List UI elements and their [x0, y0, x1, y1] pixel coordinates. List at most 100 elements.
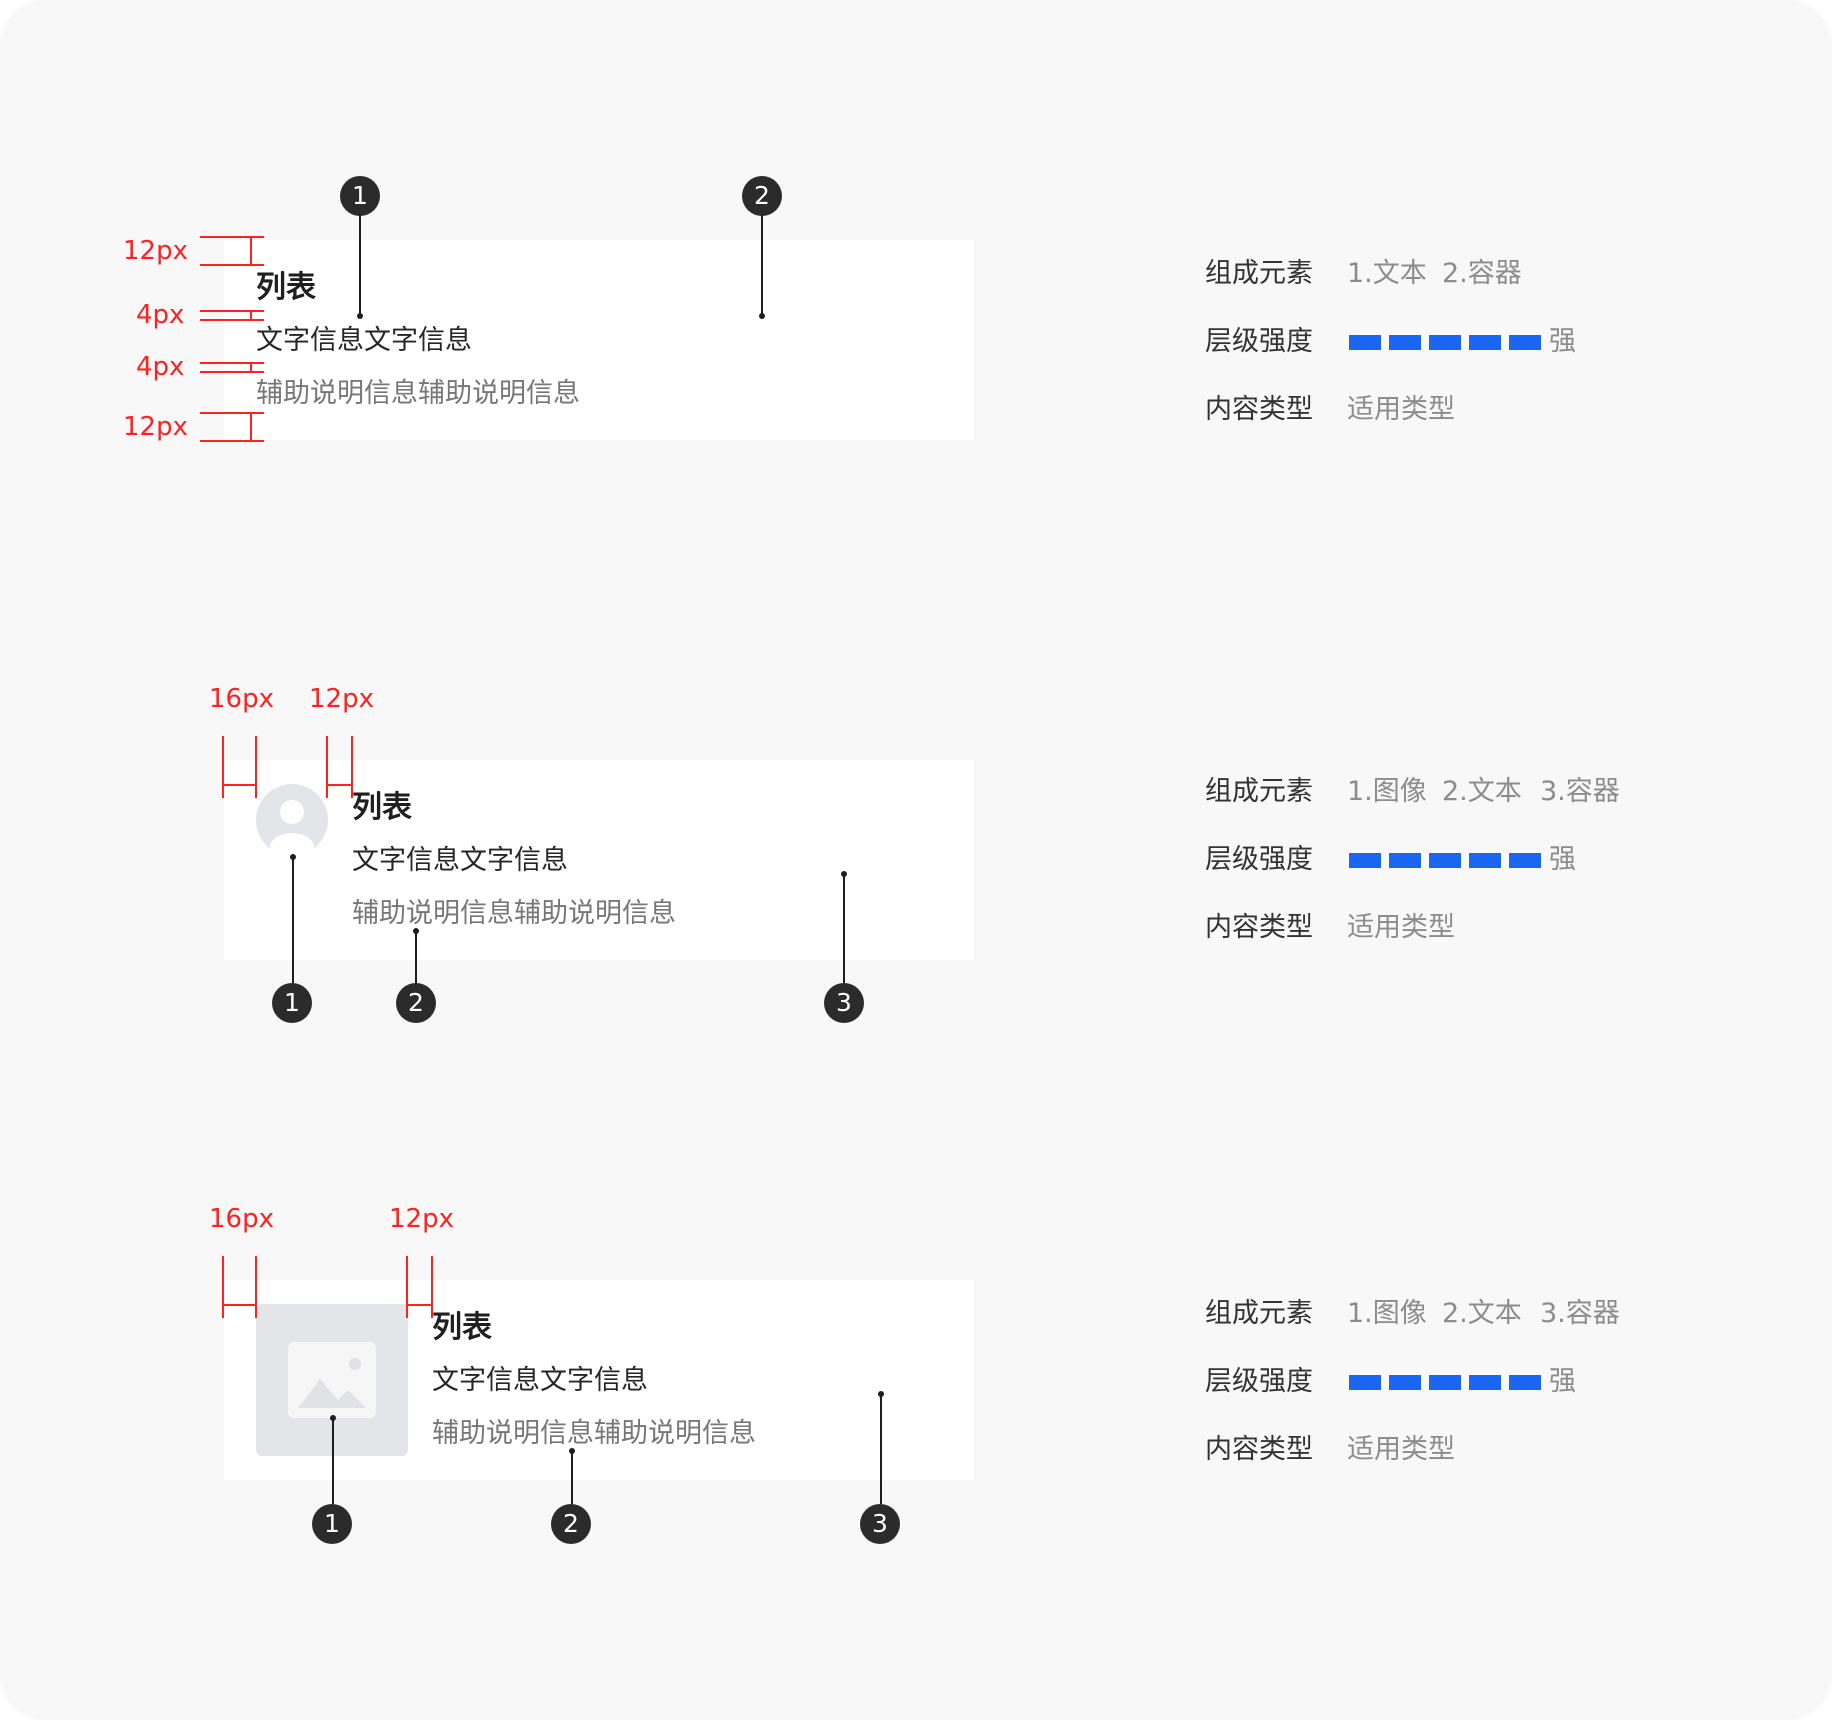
level-bar — [1469, 1375, 1501, 1390]
level-label: 层级强度 — [1205, 326, 1313, 357]
composition-label: 组成元素 — [1205, 258, 1313, 289]
callout-line — [843, 874, 845, 983]
callout-dot — [759, 313, 765, 319]
content-type-value: 适用类型 — [1347, 394, 1455, 425]
spacing-label-top-padding: 12px — [123, 236, 188, 266]
level-bar — [1389, 1375, 1421, 1390]
level-bar — [1429, 335, 1461, 350]
avatar-placeholder-icon — [256, 784, 328, 856]
list-title: 列表 — [256, 270, 316, 305]
level-bar — [1349, 1375, 1381, 1390]
composition-label: 组成元素 — [1205, 776, 1313, 807]
callout-badge-2: 2 — [396, 983, 436, 1023]
callout-badge-2: 2 — [551, 1504, 591, 1544]
spacing-guide — [200, 310, 264, 312]
spacing-guide — [250, 236, 252, 266]
level-strong-label: 强 — [1549, 844, 1576, 875]
list-secondary-text: 辅助说明信息辅助说明信息 — [352, 898, 676, 929]
callout-line — [571, 1451, 573, 1504]
callout-line — [359, 214, 361, 316]
spacing-guide — [326, 736, 328, 798]
spacing-guide — [351, 736, 353, 798]
composition-item: 3.容器 — [1540, 776, 1620, 807]
callout-line — [415, 931, 417, 983]
spacing-guide — [255, 1256, 257, 1318]
level-strong-label: 强 — [1549, 326, 1576, 357]
spacing-guide — [222, 1256, 224, 1318]
callout-line — [332, 1418, 334, 1504]
callout-line — [880, 1394, 882, 1504]
composition-item: 1.文本 — [1347, 258, 1427, 289]
content-type-value: 适用类型 — [1347, 1434, 1455, 1465]
spacing-guide — [406, 1304, 433, 1306]
spacing-label-image-gap: 12px — [309, 684, 374, 714]
list-card-avatar — [224, 760, 974, 960]
callout-line — [292, 857, 294, 983]
level-bar — [1469, 853, 1501, 868]
spacing-guide — [222, 736, 224, 798]
spacing-label-title-gap: 4px — [136, 300, 185, 330]
composition-label: 组成元素 — [1205, 1298, 1313, 1329]
level-bar — [1509, 853, 1541, 868]
spacing-guide — [200, 362, 264, 364]
spacing-label-left-padding: 16px — [209, 684, 274, 714]
spacing-guide — [200, 236, 264, 238]
spacing-guide — [200, 319, 264, 321]
callout-line — [761, 214, 763, 316]
spacing-guide — [250, 362, 252, 372]
callout-badge-3: 3 — [860, 1504, 900, 1544]
spacing-guide — [200, 412, 264, 414]
level-bar — [1509, 335, 1541, 350]
level-bar — [1429, 1375, 1461, 1390]
level-bar — [1349, 335, 1381, 350]
level-bar — [1389, 853, 1421, 868]
list-primary-text: 文字信息文字信息 — [352, 845, 568, 876]
list-title: 列表 — [352, 790, 412, 825]
list-title: 列表 — [432, 1310, 492, 1345]
composition-item: 1.图像 — [1347, 776, 1427, 807]
image-icon — [288, 1342, 376, 1418]
level-bar — [1389, 335, 1421, 350]
spacing-guide — [326, 784, 353, 786]
spacing-guide — [222, 1304, 257, 1306]
level-strong-label: 强 — [1549, 1366, 1576, 1397]
spacing-label-left-padding: 16px — [209, 1204, 274, 1234]
spacing-label-bottom-padding: 12px — [123, 412, 188, 442]
spacing-guide — [406, 1256, 408, 1318]
level-label: 层级强度 — [1205, 844, 1313, 875]
spacing-guide — [255, 736, 257, 798]
spacing-guide — [431, 1256, 433, 1318]
content-type-value: 适用类型 — [1347, 912, 1455, 943]
list-secondary-text: 辅助说明信息辅助说明信息 — [256, 378, 580, 409]
spacing-guide — [200, 264, 264, 266]
content-type-label: 内容类型 — [1205, 1434, 1313, 1465]
callout-badge-2: 2 — [742, 176, 782, 216]
callout-badge-1: 1 — [312, 1504, 352, 1544]
spacing-guide — [250, 412, 252, 442]
level-bar — [1509, 1375, 1541, 1390]
spacing-label-text-gap: 4px — [136, 352, 185, 382]
list-card-text-only — [224, 240, 974, 440]
spacing-guide — [200, 371, 264, 373]
spacing-guide — [250, 310, 252, 320]
composition-item: 2.文本 — [1442, 776, 1522, 807]
composition-item: 3.容器 — [1540, 1298, 1620, 1329]
composition-item: 1.图像 — [1347, 1298, 1427, 1329]
composition-item: 2.容器 — [1442, 258, 1522, 289]
content-type-label: 内容类型 — [1205, 912, 1313, 943]
callout-badge-1: 1 — [272, 983, 312, 1023]
composition-item: 2.文本 — [1442, 1298, 1522, 1329]
level-label: 层级强度 — [1205, 1366, 1313, 1397]
spacing-label-image-gap: 12px — [389, 1204, 454, 1234]
content-type-label: 内容类型 — [1205, 394, 1313, 425]
level-bar — [1469, 335, 1501, 350]
list-secondary-text: 辅助说明信息辅助说明信息 — [432, 1418, 756, 1449]
list-primary-text: 文字信息文字信息 — [256, 325, 472, 356]
callout-badge-3: 3 — [824, 983, 864, 1023]
spacing-guide — [200, 440, 264, 442]
callout-badge-1: 1 — [340, 176, 380, 216]
callout-dot — [357, 313, 363, 319]
level-bar — [1429, 853, 1461, 868]
spacing-guide — [222, 784, 257, 786]
